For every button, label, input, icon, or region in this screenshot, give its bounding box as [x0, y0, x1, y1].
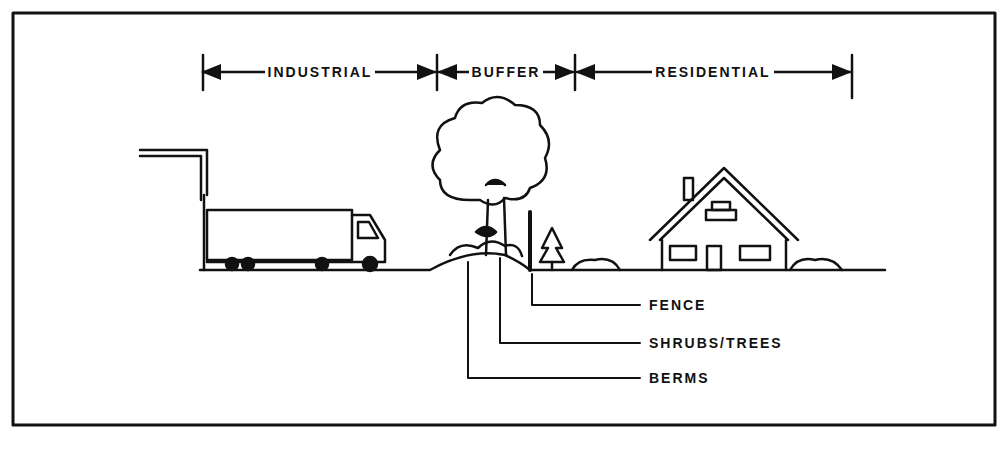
callout-label: BERMS: [646, 370, 713, 386]
loading-dock: [140, 150, 207, 270]
residential-planting: [540, 228, 842, 270]
callout-label: FENCE: [646, 297, 709, 313]
zone-bracket: [203, 55, 852, 98]
callout-label: SHRUBS/TREES: [646, 335, 786, 351]
leader-lines: [468, 258, 640, 378]
frame: [13, 13, 995, 425]
house: [650, 168, 798, 270]
zone-label: BUFFER: [469, 64, 544, 80]
zone-label: INDUSTRIAL: [265, 64, 376, 80]
fence: [529, 212, 532, 270]
truck: [207, 210, 385, 271]
zone-label: RESIDENTIAL: [652, 64, 773, 80]
